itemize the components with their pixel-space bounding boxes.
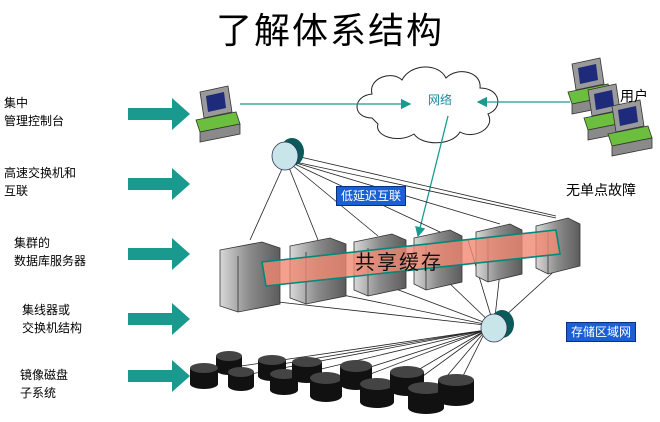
arrow-right-icon — [128, 303, 190, 335]
shared-cache-label: 共享缓存 — [355, 250, 443, 274]
computer-icon — [195, 85, 241, 143]
cloud-icon — [356, 66, 499, 144]
computer-icon — [607, 99, 653, 157]
fabric-server-lines — [259, 239, 561, 327]
no-spof-label: 无单点故障 — [566, 183, 636, 199]
arrow-right-icon — [128, 168, 190, 200]
switch-icon — [271, 138, 304, 171]
disk-array — [190, 351, 474, 414]
label-switch-fabric: 集线器或 交换机结构 — [22, 303, 83, 335]
disk-icon — [408, 382, 444, 414]
user-computers — [567, 57, 653, 157]
low-latency-badge: 低延迟互联 — [336, 186, 407, 206]
server-icon — [219, 241, 281, 313]
disk-icon — [190, 363, 218, 389]
side-arrows — [128, 98, 190, 392]
switch-icon — [480, 310, 514, 343]
disk-icon — [438, 374, 474, 406]
disk-icon — [228, 367, 254, 391]
arrow-right-icon — [128, 238, 190, 270]
interconnect-lines — [249, 155, 557, 241]
san-badge: 存储区域网 — [566, 322, 637, 342]
disk-icon — [270, 369, 298, 395]
shared-cache-band — [261, 229, 561, 287]
label-interconnect: 高速交换机和 互联 — [4, 166, 77, 198]
arrow-right-icon — [128, 98, 190, 130]
users-label: 用户 — [620, 89, 648, 105]
page-title: 了解体系结构 — [215, 11, 444, 52]
disk-icon — [310, 372, 342, 402]
label-mirror-disks: 镜像磁盘 子系统 — [20, 368, 69, 400]
label-console: 集中 管理控制台 — [4, 96, 65, 128]
disk-icon — [360, 378, 394, 408]
label-db-servers: 集群的 数据库服务器 — [14, 236, 87, 268]
arrow-right-icon — [128, 360, 190, 392]
network-label: 网络 — [428, 93, 453, 107]
